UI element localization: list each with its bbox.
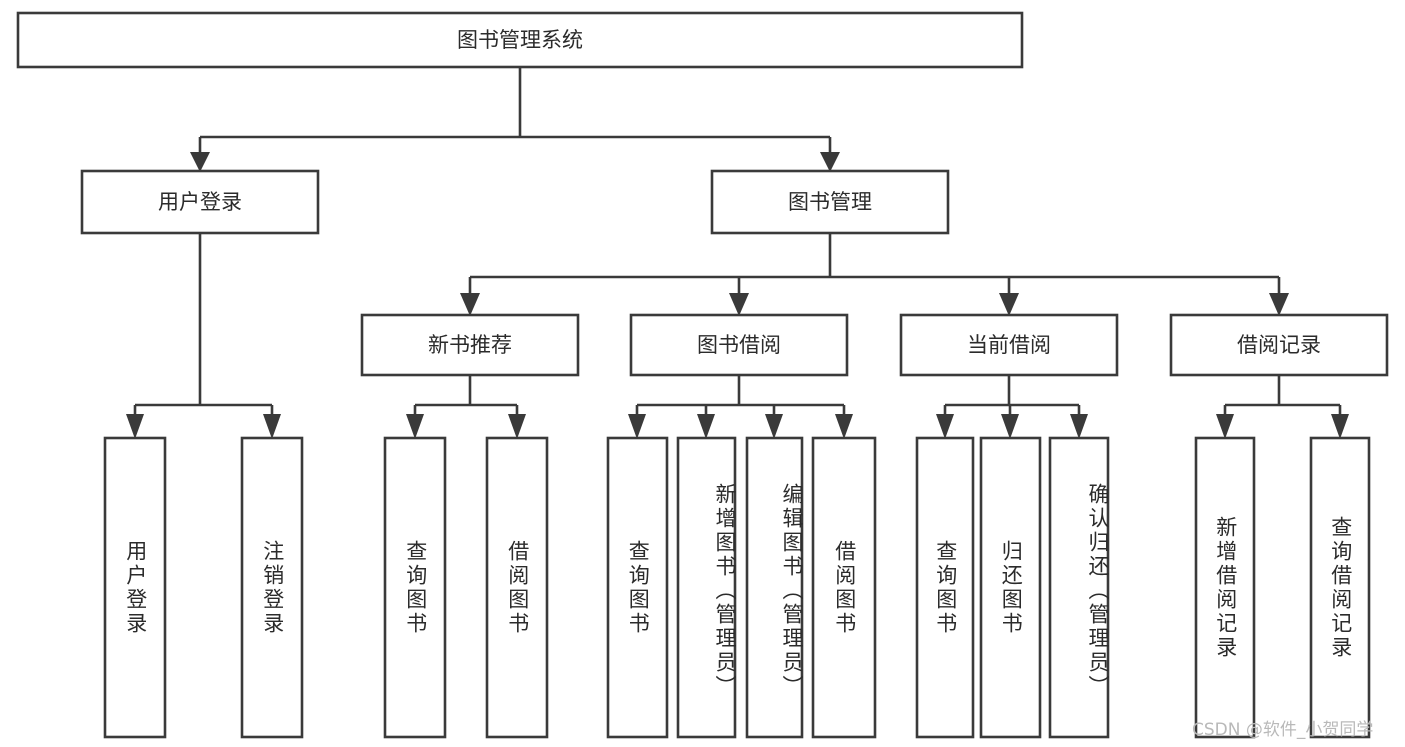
node-user-login[interactable]: 用户登录 — [80, 169, 320, 235]
node-new-book-rec-rect — [360, 313, 580, 377]
node-leaf-add-book-admin-rect[interactable] — [676, 436, 737, 739]
arrow-head-leaf-query-borrow-record — [1331, 414, 1349, 439]
node-current-borrow[interactable]: 当前借阅 — [899, 313, 1119, 377]
arrow-head-leaf-confirm-return-admin — [1070, 414, 1088, 439]
arrow-head-leaf-add-book-admin — [697, 414, 715, 439]
arrow-head-leaf-return-book — [1001, 414, 1019, 439]
arrow-head-leaf-add-borrow-record — [1216, 414, 1234, 439]
node-user-login-label: 用户登录 — [158, 190, 242, 214]
node-leaf-return-book-rect[interactable] — [979, 436, 1042, 739]
arrow-head-leaf-borrow-book-1 — [508, 414, 526, 439]
node-borrow-record-rect — [1169, 313, 1389, 377]
node-borrow-record-label: 借阅记录 — [1237, 333, 1321, 357]
node-current-borrow-label: 当前借阅 — [967, 333, 1051, 357]
arrow-head-leaf-edit-book-admin — [765, 414, 783, 439]
node-leaf-borrow-book-1-rect[interactable] — [485, 436, 549, 739]
node-leaf-user-login-rect[interactable] — [103, 436, 167, 739]
node-user-login-rect — [80, 169, 320, 235]
arrow-head-borrow-record — [1269, 293, 1289, 316]
node-leaf-confirm-return-admin-rect[interactable] — [1048, 436, 1110, 739]
connector-group-root — [190, 67, 840, 172]
arrow-head-leaf-query-book-2 — [628, 414, 646, 439]
arrow-head-current-borrow — [999, 293, 1019, 316]
node-new-book-rec[interactable]: 新书推荐 — [360, 313, 580, 377]
node-borrow-record[interactable]: 借阅记录 — [1169, 313, 1389, 377]
node-leaf-query-book-1-rect[interactable] — [383, 436, 447, 739]
node-leaf-query-borrow-record-rect[interactable] — [1309, 436, 1371, 739]
node-new-book-rec-label: 新书推荐 — [428, 333, 512, 357]
node-book-manage-rect — [710, 169, 950, 235]
node-title-box-label: 图书管理系统 — [457, 28, 583, 52]
connector-group-borrow-record — [1216, 375, 1349, 439]
node-current-borrow-rect — [899, 313, 1119, 377]
arrow-head-book-manage — [820, 152, 840, 172]
node-leaf-add-borrow-record-rect[interactable] — [1194, 436, 1256, 739]
node-title-box-rect — [16, 11, 1024, 69]
arrow-head-leaf-query-book-1 — [406, 414, 424, 439]
node-leaf-borrow-book-2-rect[interactable] — [811, 436, 877, 739]
node-book-borrow[interactable]: 图书借阅 — [629, 313, 849, 377]
arrow-head-new-book-rec — [460, 293, 480, 316]
node-book-manage-label: 图书管理 — [788, 190, 872, 214]
node-leaf-edit-book-admin-rect[interactable] — [745, 436, 804, 739]
arrow-head-leaf-borrow-book-2 — [835, 414, 853, 439]
arrow-head-user-login — [190, 152, 210, 172]
node-leaf-logout-login-rect[interactable] — [240, 436, 304, 739]
arrow-head-leaf-user-login — [126, 414, 144, 439]
arrow-head-leaf-query-book-3 — [936, 414, 954, 439]
arrow-head-leaf-logout-login — [263, 414, 281, 439]
connector-group-user-login — [126, 233, 281, 439]
node-leaf-query-book-3-rect[interactable] — [915, 436, 975, 739]
connector-group-new-book-rec — [406, 375, 526, 439]
node-title-box[interactable]: 图书管理系统 — [16, 11, 1024, 69]
connector-group-current-borrow — [936, 375, 1088, 439]
connector-group-book-manage — [460, 233, 1289, 316]
connector-group-book-borrow — [628, 375, 853, 439]
node-book-borrow-label: 图书借阅 — [697, 333, 781, 357]
node-book-borrow-rect — [629, 313, 849, 377]
node-book-manage[interactable]: 图书管理 — [710, 169, 950, 235]
node-leaf-query-book-2-rect[interactable] — [606, 436, 669, 739]
arrow-head-book-borrow — [729, 293, 749, 316]
